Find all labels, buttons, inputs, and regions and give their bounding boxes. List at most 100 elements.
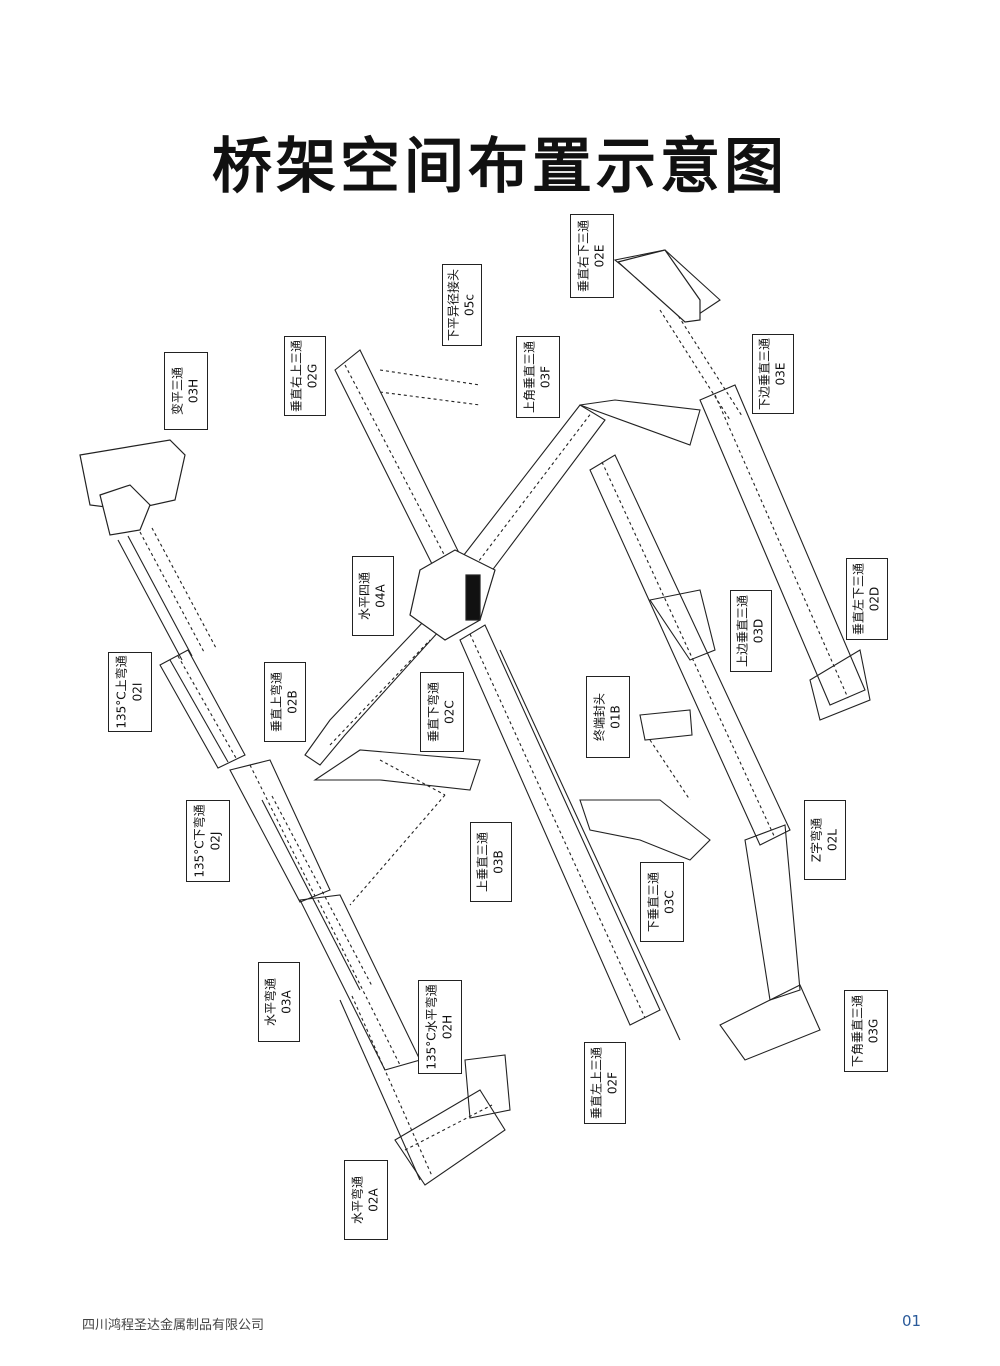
label-02i-name: 135°C上弯通 bbox=[114, 655, 129, 729]
fitting-02e bbox=[616, 249, 701, 323]
label-03e-name: 下边垂直三通 bbox=[757, 337, 772, 411]
label-02b-name: 垂直上弯通 bbox=[269, 671, 284, 733]
tray-run-03a-02a bbox=[299, 894, 433, 1181]
fittings bbox=[79, 249, 701, 641]
label-03h-name: 变平三通 bbox=[170, 366, 185, 416]
label-02d-code: 02D bbox=[867, 586, 881, 612]
tray-run-02l-03g bbox=[719, 824, 821, 1061]
footer-company-name: 四川鸿程圣达金属制品有限公司 bbox=[82, 1318, 265, 1333]
label-02e-code: 02E bbox=[592, 244, 606, 268]
label-02g-code: 02G bbox=[305, 363, 319, 389]
label-03e-code: 03E bbox=[773, 362, 787, 386]
label-03g-name: 下角垂直三通 bbox=[850, 994, 865, 1068]
fitting-03h bbox=[79, 439, 186, 536]
label-02l-name: Z字弯通 bbox=[809, 817, 824, 863]
label-04a-name: 水平四通 bbox=[357, 571, 372, 621]
label-02d-name: 垂直左下三通 bbox=[851, 562, 866, 636]
label-02b-code: 02B bbox=[285, 690, 299, 714]
label-02h-name: 135°C水平弯通 bbox=[424, 984, 439, 1070]
label-02a-code: 02A bbox=[366, 1188, 380, 1212]
label-02a-name: 水平弯通 bbox=[350, 1175, 365, 1225]
label-02f-name: 垂直左上三通 bbox=[589, 1046, 604, 1120]
tray-run-02c-03b bbox=[313, 749, 481, 906]
label-03f-name: 上角垂直三通 bbox=[522, 340, 537, 414]
fitting-04a bbox=[409, 549, 496, 641]
label-03a-name: 水平弯通 bbox=[263, 977, 278, 1027]
label-05c-name: 下平异径接头 bbox=[446, 268, 461, 342]
tray-run-03e-02d bbox=[699, 384, 871, 721]
tray-run-02g-04a bbox=[334, 349, 481, 571]
label-03b-name: 上垂直三通 bbox=[475, 831, 490, 893]
label-02j-name: 135°C下弯通 bbox=[192, 804, 207, 878]
label-02l-code: 02L bbox=[825, 829, 839, 851]
label-02h-code: 02H bbox=[440, 1014, 454, 1040]
label-02i-code: 02I bbox=[130, 682, 144, 702]
label-03f-code: 03F bbox=[538, 365, 552, 389]
label-02c-code: 02C bbox=[442, 700, 456, 724]
label-03c-code: 03C bbox=[662, 890, 676, 914]
label-03c-name: 下垂直三通 bbox=[646, 871, 661, 933]
label-03g-code: 03G bbox=[866, 1018, 880, 1044]
tray-run-02j-03a bbox=[229, 759, 373, 991]
footer-page-number: 01 bbox=[902, 1312, 922, 1330]
label-05c-code: 05c bbox=[462, 294, 476, 316]
page-title: 桥架空间布置示意图 bbox=[212, 132, 788, 202]
label-02g-name: 垂直右上三通 bbox=[289, 339, 304, 413]
tray-run-03f-02l bbox=[589, 454, 791, 846]
label-03a-code: 03A bbox=[279, 990, 293, 1014]
label-02f-code: 02F bbox=[605, 1071, 619, 1095]
tray-run-03h-02i bbox=[117, 527, 217, 661]
tray-run-03c-01b bbox=[579, 709, 711, 861]
label-02e-name: 垂直右下三通 bbox=[576, 219, 591, 293]
label-04a-code: 04A bbox=[373, 584, 387, 608]
label-02j-code: 02J bbox=[208, 831, 222, 851]
label-02c-name: 垂直下弯通 bbox=[426, 681, 441, 743]
label-01b-name: 终端封头 bbox=[592, 692, 607, 742]
label-03h-code: 03H bbox=[186, 378, 200, 404]
tray-run-04a-03f bbox=[459, 399, 701, 581]
label-01b-code: 01B bbox=[608, 705, 622, 729]
label-03b-code: 03B bbox=[491, 850, 505, 874]
